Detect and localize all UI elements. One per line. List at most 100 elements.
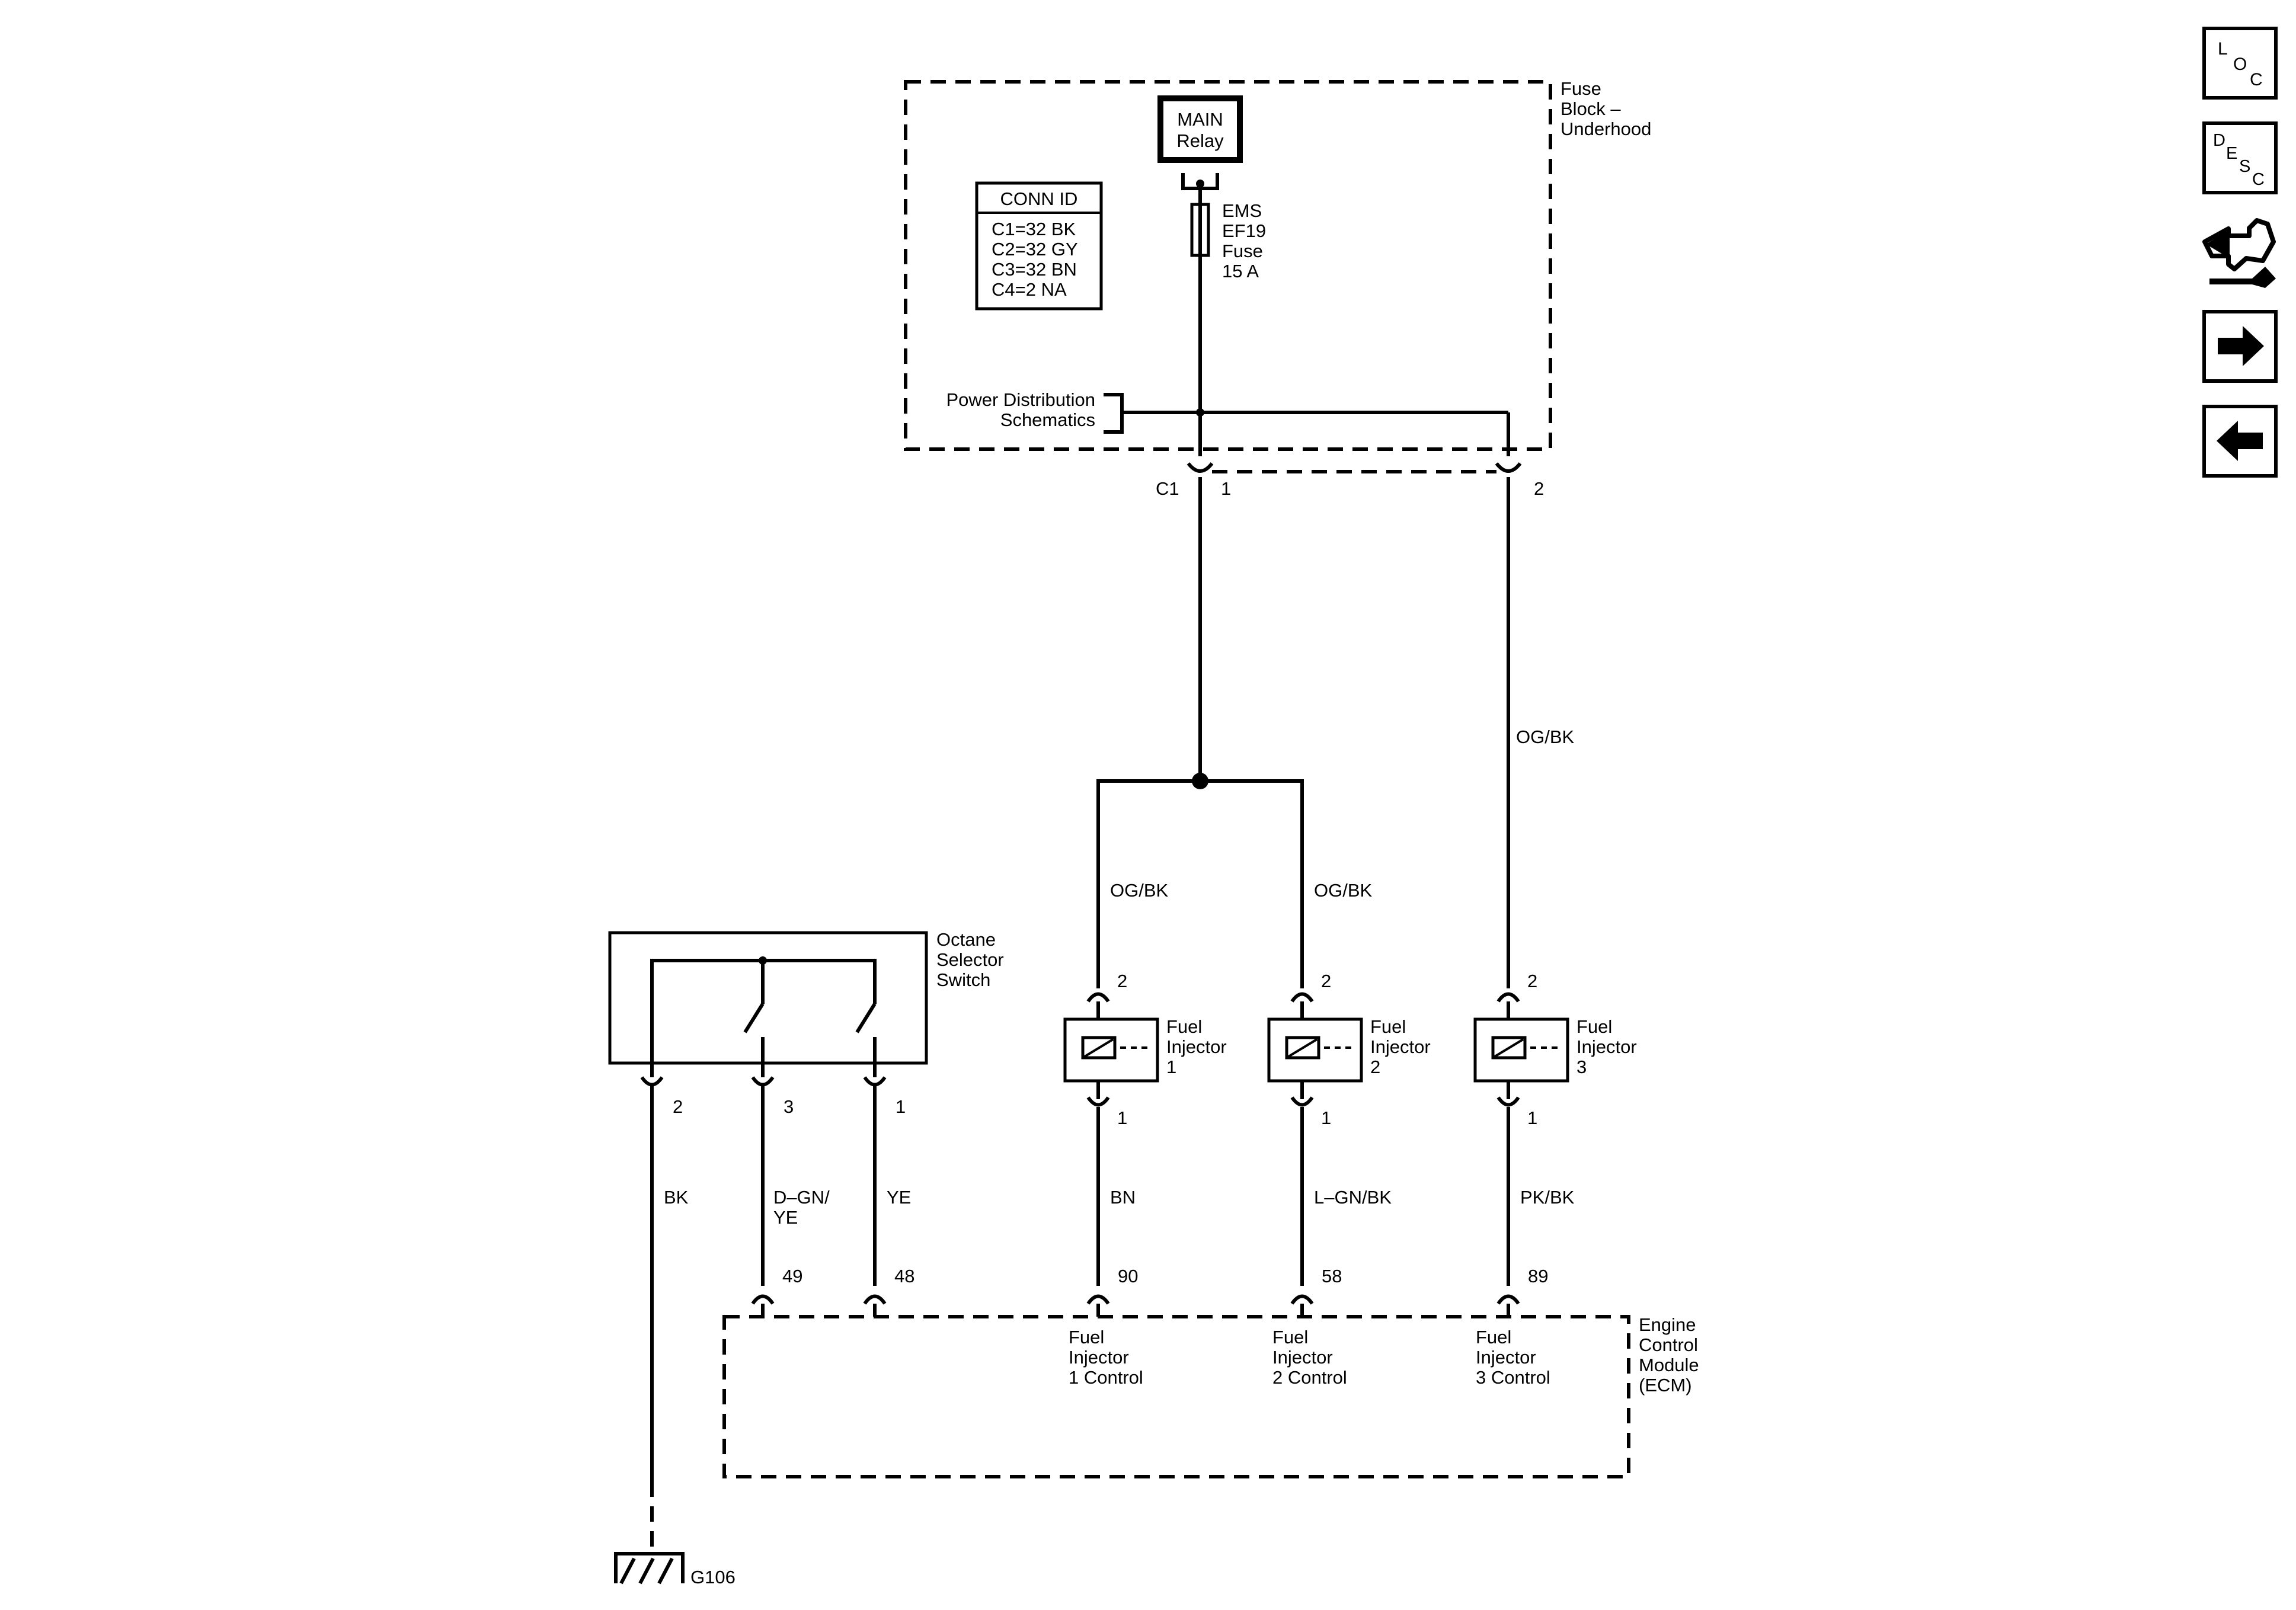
octane-switch-label-3: Switch [936,969,990,990]
ground-symbol-hatch [619,1557,636,1585]
oss-pin1-socket [863,1076,887,1087]
loc-letter-o: O [2233,55,2247,74]
injector1-bottom-pin-label: 1 [1117,1108,1127,1128]
wire-label-bk: BK [664,1187,689,1208]
main-relay: MAIN Relay [1157,95,1243,204]
conn-id-title: CONN ID [1000,188,1078,209]
injector3-label-2: Injector [1576,1036,1637,1057]
injector3-bottom-pin [1496,1096,1520,1107]
fuse-block-label-2: Block – [1560,98,1621,119]
ecm-inj1-control-3: 1 Control [1069,1367,1143,1388]
injector1-coil-slash [1083,1038,1114,1058]
ecm-pin49-label: 49 [782,1266,802,1286]
injector3-coil-slash [1494,1038,1524,1058]
fuel-injector-1: 2 1 Fuel Injector 1 [1063,971,1227,1128]
injector2-label-2: Injector [1370,1036,1431,1057]
injector3-label-1: Fuel [1576,1016,1612,1037]
injector1-top-pin [1086,992,1110,1003]
fuse-label-1: EMS [1222,200,1262,221]
wire-label-bn: BN [1110,1187,1136,1208]
engine-control-module: Engine Control Module (ECM) 49 48 90 58 … [722,1266,1699,1478]
loc-icon: L O C [2218,39,2263,89]
connector-end-view-arrow-left [2206,230,2230,258]
ems-ef19-fuse: EMS EF19 Fuse 15 A [1190,200,1266,281]
desc-button[interactable]: D E S C [2202,121,2278,194]
injector2-label-3: 2 [1370,1057,1380,1077]
octane-switch-label-1: Octane [936,929,996,950]
ecm-inj2-control-1: Fuel [1272,1327,1308,1347]
injector1-label-3: 1 [1166,1057,1176,1077]
fuse-label-2: EF19 [1222,220,1266,241]
next-button[interactable] [2202,310,2278,383]
connector-end-view-button[interactable] [2199,210,2282,288]
injector2-top-pin [1290,992,1314,1003]
feed-wires: OG/BK OG/BK OG/BK [1096,477,1575,988]
ecm-pin49-socket [751,1294,775,1305]
loc-letter-c: C [2250,70,2263,89]
ecm-inj3-control-2: Injector [1476,1347,1536,1368]
next-button-frame [2202,310,2278,383]
injector2-bottom-pin [1290,1096,1314,1107]
loc-letter-l: L [2218,39,2228,59]
wire-label-og-bk-feed: OG/BK [1516,726,1575,747]
wire-label-ye: YE [887,1187,911,1208]
octane-switch-label-2: Selector [936,949,1004,970]
connector-end-view-wrench [2209,267,2276,288]
ecm-label-3: Module [1639,1355,1699,1375]
injector1-top-pin-label: 2 [1117,971,1127,991]
injector3-bottom-pin-label: 1 [1527,1108,1537,1128]
power-distribution-reference: Power Distribution Schematics [946,389,1510,456]
ground-symbol-frame [614,1552,685,1583]
ecm-inj2-control-3: 2 Control [1272,1367,1347,1388]
octane-switch-contact-a [743,1003,765,1033]
wire-label-og-bk-inj2: OG/BK [1314,880,1373,901]
wire-label-l-gn-bk: L–GN/BK [1314,1187,1392,1208]
conn-id-row: C2=32 GY [992,239,1078,260]
ecm-inj3-control-3: 3 Control [1476,1367,1550,1388]
ecm-pin90-socket [1086,1294,1110,1305]
desc-button-frame [2202,121,2278,194]
oss-pin2-label: 2 [673,1096,683,1117]
connector-end-view-shape [2202,218,2276,271]
injector2-bottom-pin-label: 1 [1321,1108,1331,1128]
loc-button-frame [2202,27,2278,100]
injector3-label-3: 3 [1576,1057,1587,1077]
oss-pin3-socket [751,1076,775,1087]
oss-pin2-socket [640,1076,664,1087]
c1-pin2-label: 2 [1534,478,1544,499]
wire-label-pk-bk: PK/BK [1520,1187,1575,1208]
c1-pin1-socket [1187,462,1214,473]
oss-pin1-label: 1 [896,1096,906,1117]
wire-og-bk-branch [1096,779,1304,988]
desc-icon: D E S C [2213,131,2265,189]
injector2-coil-slash [1287,1038,1318,1058]
desc-letter-d: D [2213,131,2225,150]
injector3-top-pin-label: 2 [1527,971,1537,991]
ecm-pin48-label: 48 [894,1266,914,1286]
arrow-right-icon [2218,326,2264,366]
desc-letter-e: E [2226,144,2237,163]
wire-label-og-bk-inj1: OG/BK [1110,880,1169,901]
ground-symbol-hatch [638,1557,655,1585]
main-relay-label-1: MAIN [1177,109,1223,130]
injector1-bottom-pin [1086,1096,1110,1107]
ecm-pin58-socket [1290,1294,1314,1305]
connector-end-view-icon [2202,218,2276,288]
power-distribution-label-1: Power Distribution [946,389,1095,410]
power-distribution-bracket [1104,393,1124,434]
injector-control-wires: BN L–GN/BK PK/BK [1096,1107,1575,1286]
conn-id-row: C1=32 BK [992,219,1076,239]
conn-id-row: C3=32 BN [992,259,1077,280]
conn-id-table: CONN ID C1=32 BK C2=32 GY C3=32 BN C4=2 … [975,181,1103,311]
injector1-label-2: Injector [1166,1036,1227,1057]
ecm-inj2-control-2: Injector [1272,1347,1333,1368]
loc-button[interactable]: L O C [2202,27,2278,100]
main-relay-box [1157,95,1243,163]
wire-label-d-gn-ye-2: YE [773,1207,798,1228]
previous-button[interactable] [2202,405,2278,478]
ecm-pin48-socket [863,1294,887,1305]
fuse-block-label-1: Fuse [1560,78,1601,99]
fuel-injector-2: 2 1 Fuel Injector 2 [1267,971,1431,1128]
main-relay-label-2: Relay [1176,130,1224,151]
injector1-label-1: Fuel [1166,1016,1202,1037]
